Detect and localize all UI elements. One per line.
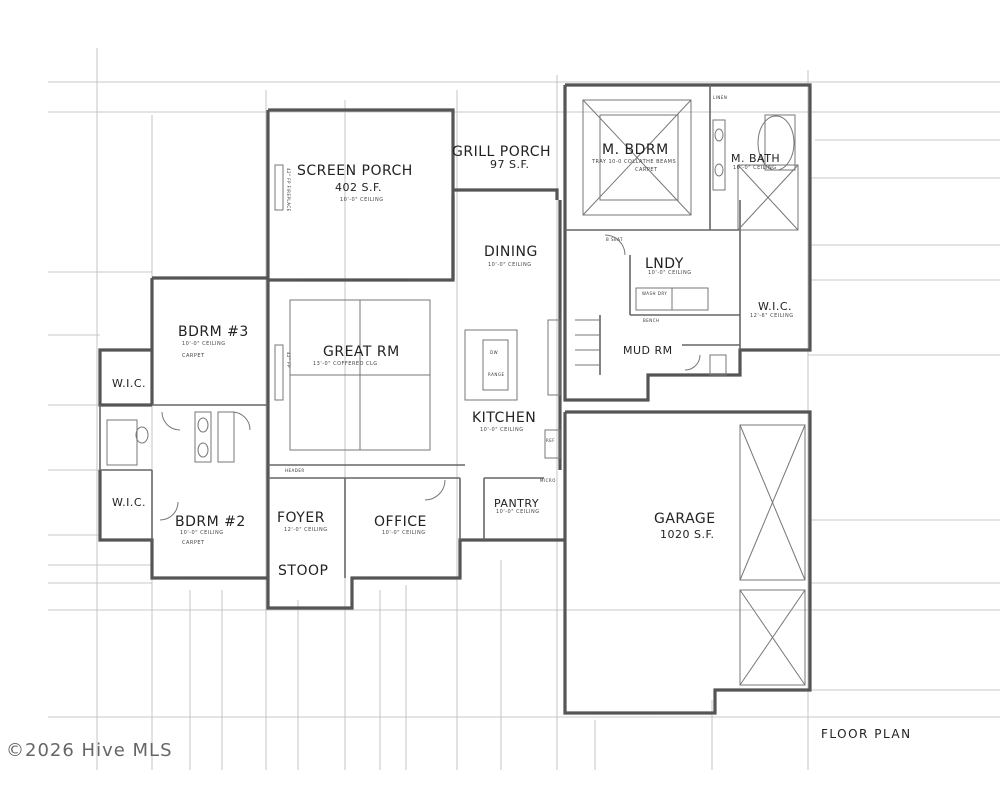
interior-walls [99, 85, 741, 578]
screen-porch-label: SCREEN PORCH [297, 163, 413, 179]
laundry-note: 10'-0" CEILING [648, 270, 692, 276]
pantry-note: 10'-0" CEILING [496, 509, 540, 515]
stoop-label: STOOP [278, 563, 329, 579]
micro-label: MICRO [540, 478, 556, 483]
garage-area: 1020 S.F. [660, 528, 715, 541]
master-bath-note: 10'-0" CEILING [733, 165, 777, 171]
dining-note: 10'-0" CEILING [488, 262, 532, 268]
bench-label: BENCH [643, 318, 660, 323]
wash-dry-label: WASH DRY [642, 291, 668, 296]
master-bath-label: M. BATH [731, 152, 781, 165]
office-label: OFFICE [374, 514, 427, 530]
master-bedroom-note: TRAY 10-0 COLLATHE BEAMS [592, 159, 677, 165]
master-wic-label: W.I.C. [758, 300, 793, 313]
laundry-label: LNDY [645, 256, 684, 272]
fixtures-and-details [106, 99, 806, 686]
master-bedroom-finish: CARPET [635, 167, 658, 173]
porch-fireplace-label: 42" FP FIREPLACE [286, 168, 291, 212]
bedroom2-note: 10'-0" CEILING [180, 530, 224, 536]
great-room-fireplace-label: 42" FP [286, 352, 291, 368]
linen-label: LINEN [713, 95, 728, 100]
kitchen-label: KITCHEN [472, 410, 537, 426]
windows [180, 84, 811, 714]
bedroom2-finish: CARPET [182, 540, 205, 546]
foyer-note: 12'-0" CEILING [284, 527, 328, 533]
wic-upper-label: W.I.C. [112, 377, 147, 390]
office-note: 10'-0" CEILING [382, 530, 426, 536]
dining-label: DINING [484, 244, 538, 260]
exterior-walls [98, 83, 812, 715]
garage-label: GARAGE [654, 511, 716, 527]
bedroom3-note: 10'-0" CEILING [182, 341, 226, 347]
pantry-label: PANTRY [494, 497, 540, 510]
header-label: HEADER [285, 468, 305, 473]
ref-label: REF [546, 438, 556, 443]
bedroom3-finish: CARPET [182, 353, 205, 359]
bedroom2-label: BDRM #2 [175, 514, 246, 530]
great-room-label: GREAT RM [323, 344, 400, 360]
range-label: RANGE [488, 372, 505, 377]
foyer-label: FOYER [277, 510, 325, 526]
mud-room-label: MUD RM [623, 344, 673, 357]
dw-label: DW [490, 350, 499, 355]
bench-seat-label: B SEAT [606, 237, 623, 242]
master-wic-note: 12'-6" CEILING [750, 313, 794, 319]
great-room-note: 13'-0" COFFERED CLG [313, 361, 378, 367]
grill-porch-area: 97 S.F. [490, 158, 530, 171]
screen-porch-note: 10'-0" CEILING [340, 197, 384, 203]
master-bedroom-label: M. BDRM [602, 142, 669, 158]
wic-lower-label: W.I.C. [112, 496, 147, 509]
floor-plan-title: FLOOR PLAN [821, 727, 912, 741]
grill-porch-label: GRILL PORCH [452, 144, 552, 160]
watermark-text: ©2026 Hive MLS [6, 740, 173, 761]
screen-porch-area: 402 S.F. [335, 181, 383, 194]
bedroom3-label: BDRM #3 [178, 324, 249, 340]
kitchen-note: 10'-0" CEILING [480, 427, 524, 433]
